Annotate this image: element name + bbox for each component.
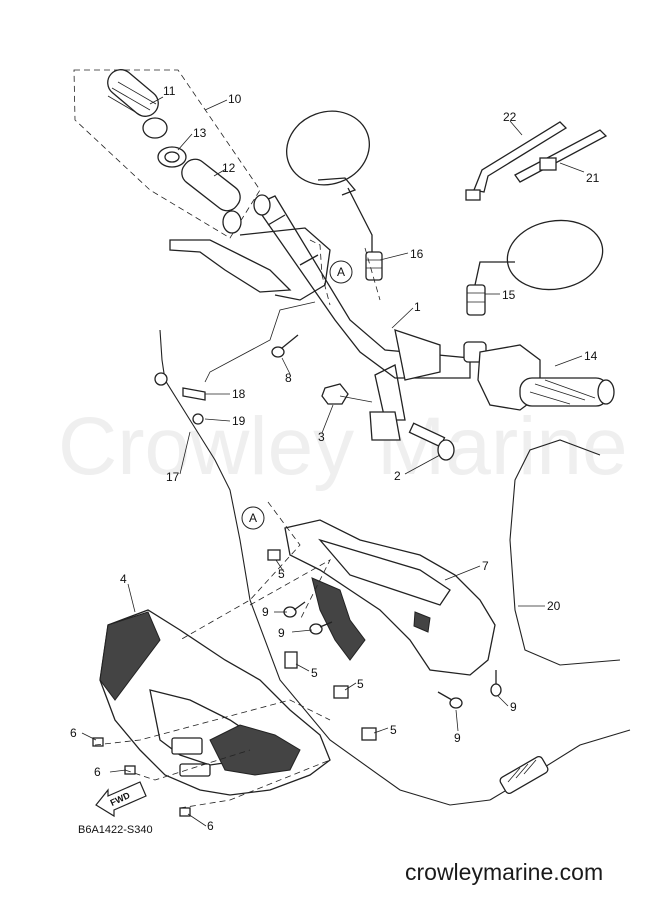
grip-kit-box [73, 69, 261, 239]
clip-5b-part[interactable] [284, 651, 298, 669]
callout-11: 11 [163, 84, 176, 98]
left-grip-part[interactable] [102, 64, 168, 139]
watermark-text: Crowley Marine [58, 401, 628, 492]
callout-labels: 11 10 13 12 22 21 16 15 1 14 8 18 19 3 2… [70, 84, 600, 833]
cable-tie-21-part[interactable] [514, 129, 608, 183]
callout-9c: 9 [510, 700, 517, 714]
grip-ring-part[interactable] [157, 146, 187, 168]
callout-13: 13 [193, 126, 207, 140]
inner-bracket [311, 577, 366, 661]
callout-16: 16 [410, 247, 424, 261]
callout-14: 14 [584, 349, 598, 363]
clamp-18-part[interactable] [182, 387, 206, 401]
callout-18: 18 [232, 387, 246, 401]
callout-22: 22 [503, 110, 517, 124]
callout-20: 20 [547, 599, 561, 613]
handlebar-part[interactable] [253, 194, 487, 441]
upper-cover-part[interactable] [284, 519, 496, 676]
brake-cable-part[interactable] [509, 439, 621, 666]
callout-2: 2 [394, 469, 401, 483]
callout-leaders [81, 96, 585, 827]
callout-19: 19 [232, 414, 246, 428]
callout-9b: 9 [278, 626, 285, 640]
callout-8: 8 [285, 371, 292, 385]
lower-cable-adjuster[interactable] [499, 755, 550, 795]
callout-15: 15 [502, 288, 516, 302]
screw-9d-part[interactable] [490, 670, 502, 697]
callout-6c: 6 [207, 819, 214, 833]
callout-1: 1 [414, 300, 421, 314]
screw-9c-part[interactable] [437, 691, 463, 709]
left-mirror-part[interactable] [276, 100, 383, 281]
callout-4: 4 [120, 572, 127, 586]
reference-marker-a-top: A [329, 260, 353, 284]
callout-12: 12 [222, 161, 236, 175]
right-grip-part[interactable] [477, 344, 615, 411]
svg-text:A: A [337, 265, 345, 279]
right-mirror-part[interactable] [466, 213, 608, 316]
callout-10: 10 [228, 92, 242, 106]
callout-9d: 9 [454, 731, 461, 745]
front-cover-part[interactable] [99, 609, 331, 796]
bolt-part[interactable] [408, 422, 455, 461]
throttle-tube-part[interactable] [177, 154, 245, 234]
diagram-code: B6A1422-S340 [78, 824, 153, 836]
svg-text:A: A [249, 511, 257, 525]
clip-5d-part[interactable] [361, 727, 377, 741]
clip-5c-part[interactable] [333, 685, 349, 699]
callout-5b: 5 [311, 666, 318, 680]
callout-7: 7 [482, 559, 489, 573]
callout-17: 17 [166, 470, 180, 484]
forward-arrow: FWD [95, 781, 147, 818]
callout-5d: 5 [390, 723, 397, 737]
clip-6b-part[interactable] [124, 765, 136, 775]
screw-9a-part[interactable] [283, 601, 306, 618]
clip-6c-part[interactable] [179, 807, 191, 817]
screw-9b-part[interactable] [309, 621, 333, 635]
screw-19-part[interactable] [192, 413, 204, 425]
callout-6a: 6 [70, 726, 77, 740]
left-lever-part[interactable] [169, 227, 331, 301]
callout-9a: 9 [262, 605, 269, 619]
clip-6a-part[interactable] [92, 737, 104, 747]
screw-8-part[interactable] [271, 334, 299, 358]
callout-6b: 6 [94, 765, 101, 779]
callout-5a: 5 [278, 567, 285, 581]
footer-url[interactable]: crowleymarine.com [405, 859, 603, 885]
callout-21: 21 [586, 171, 600, 185]
cable-tie-22-part[interactable] [465, 121, 568, 201]
reference-marker-a-bottom: A [241, 506, 265, 530]
clip-5a-part[interactable] [267, 549, 281, 561]
callout-5c: 5 [357, 677, 364, 691]
nut-part[interactable] [321, 383, 373, 405]
callout-3: 3 [318, 430, 325, 444]
